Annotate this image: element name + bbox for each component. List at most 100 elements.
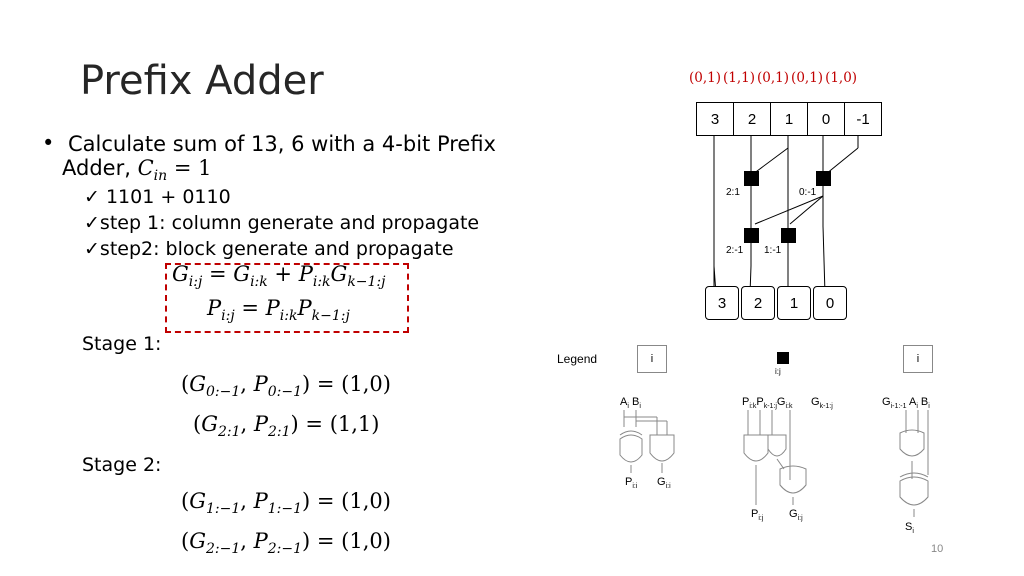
legend-col2-top: Pi:kPk-1:jGi:k (742, 396, 792, 410)
legend-symbol: G (789, 508, 798, 520)
checkmark-icon: ✓ (84, 212, 100, 234)
legend-box-1: i (637, 345, 667, 373)
formula-subscript: k−1:j (311, 308, 350, 324)
legend-symbol: A (620, 396, 628, 408)
input-cell-row: 3 2 1 0 -1 (696, 102, 882, 136)
legend-symbol: P (742, 396, 750, 408)
cin-variable: C (137, 156, 154, 180)
p-symbol: P (253, 529, 268, 553)
formula-g: Gi:j = Gi:k + Pi:kGk−1:j (172, 262, 386, 290)
p-subscript: 1:−1 (267, 501, 303, 517)
check-item: ✓ 1101 + 0110 (84, 186, 479, 212)
bullet-marker: • (42, 131, 55, 155)
top-pair: (1,1) (723, 70, 756, 86)
formula-symbol: P (265, 296, 280, 320)
legend-symbol: G (776, 396, 786, 408)
legend-col2-top-g: Gk-1:j (811, 396, 833, 410)
formula-operator: = (202, 262, 234, 286)
node-2-1 (744, 171, 759, 186)
top-pair: (0,1) (689, 70, 722, 86)
bullet-line-1: Calculate sum of 13, 6 with a 4-bit Pref… (68, 132, 496, 156)
slide-title: Prefix Adder (80, 58, 324, 104)
output-cell: 0 (813, 286, 847, 320)
formula-symbol: P (297, 296, 312, 320)
legend-subscript: k-1:j (763, 403, 777, 411)
output-cell: 3 (705, 286, 739, 320)
top-pair-list: (0,1) (1,1) (0,1) (0,1) (1,0) (689, 70, 857, 86)
input-cell: 2 (733, 102, 770, 136)
g-subscript: 1:−1 (205, 501, 241, 517)
legend-subscript: i (627, 403, 629, 411)
formula-subscript: k−1:j (347, 274, 386, 290)
paren-open: ( (181, 529, 190, 553)
node-label: 1:-1 (764, 245, 782, 256)
formula-operator: = (234, 296, 266, 320)
cin-subscript: in (153, 168, 168, 184)
checkmark-icon: ✓ (84, 238, 100, 260)
comma: , (240, 412, 254, 436)
formula-operator: + (267, 262, 299, 286)
stage-value: (1,0) (341, 489, 391, 513)
paren-close-eq: ) = (302, 489, 342, 513)
formula-subscript: i:k (312, 274, 331, 290)
formula-symbol: P (298, 262, 313, 286)
input-cell: 3 (696, 102, 733, 136)
paren-close-eq: ) = (302, 529, 342, 553)
check-item-text: step 1: column generate and propagate (99, 212, 480, 234)
legend-col1-top: Ai Bi (620, 396, 641, 410)
stage-1-label: Stage 1: (82, 333, 162, 355)
paren-open: ( (193, 412, 202, 436)
stage-2-label: Stage 2: (82, 454, 162, 476)
legend-subscript: i:k (749, 403, 757, 411)
formula-subscript: i:k (279, 308, 298, 324)
legend-col3-top: Gi-1:-1 Ai Bi (882, 396, 930, 410)
p-symbol: P (253, 372, 268, 396)
page-number: 10 (931, 543, 944, 555)
legend-col1-g: Gi:i (657, 476, 671, 490)
legend-subscript: k-1:j (819, 403, 833, 411)
formula-subscript: i:k (250, 274, 268, 290)
node-0-m1 (816, 171, 831, 186)
g-symbol: G (189, 529, 206, 553)
prefix-tree-wires (713, 136, 859, 294)
legend-subscript: i-1:-1 (890, 403, 907, 411)
legend-box-3: i (903, 345, 933, 373)
input-cell: 0 (807, 102, 844, 136)
input-cell: 1 (770, 102, 807, 136)
cin-value: = 1 (167, 156, 212, 180)
formula-symbol: G (233, 262, 251, 286)
legend-symbol: B (917, 396, 929, 408)
bullet-line-2-prefix: Adder, (62, 156, 138, 180)
legend-subscript: i (916, 403, 918, 411)
p-subscript: 2:1 (268, 424, 291, 440)
legend-title: Legend (557, 352, 598, 366)
input-cell: -1 (844, 102, 882, 136)
legend-black-label: i:j (775, 367, 781, 376)
legend-symbol: B (628, 396, 640, 408)
paren-open: ( (181, 489, 190, 513)
stage-2-row-2: (G2:−1, P2:−1) = (1,0) (181, 529, 391, 557)
output-cell: 2 (741, 286, 775, 320)
check-item-text: step2: block generate and propagate (99, 238, 454, 260)
legend-symbol: G (882, 396, 891, 408)
legend-symbol: S (905, 521, 913, 533)
legend-symbol: A (906, 396, 917, 408)
legend-symbol: G (811, 396, 820, 408)
checkmark-icon: ✓ (84, 186, 100, 208)
stage-value: (1,0) (341, 372, 391, 396)
top-pair: (0,1) (791, 70, 824, 86)
g-symbol: G (189, 372, 206, 396)
check-list: ✓ 1101 + 0110 ✓step 1: column generate a… (84, 186, 479, 264)
node-1-m1 (781, 228, 796, 243)
comma: , (240, 372, 254, 396)
p-subscript: 0:−1 (267, 384, 303, 400)
paren-open: ( (181, 372, 190, 396)
stage-1-row-1: (G0:−1, P0:−1) = (1,0) (181, 372, 391, 400)
legend-subscript: i:i (665, 483, 671, 491)
legend-subscript: i (639, 403, 641, 411)
stage-value: (1,1) (329, 412, 380, 436)
legend-col2-p: Pi:j (751, 508, 763, 522)
legend-symbol: P (625, 476, 633, 488)
formula-subscript: i:j (188, 274, 203, 290)
check-item: ✓step2: block generate and propagate (84, 238, 479, 264)
